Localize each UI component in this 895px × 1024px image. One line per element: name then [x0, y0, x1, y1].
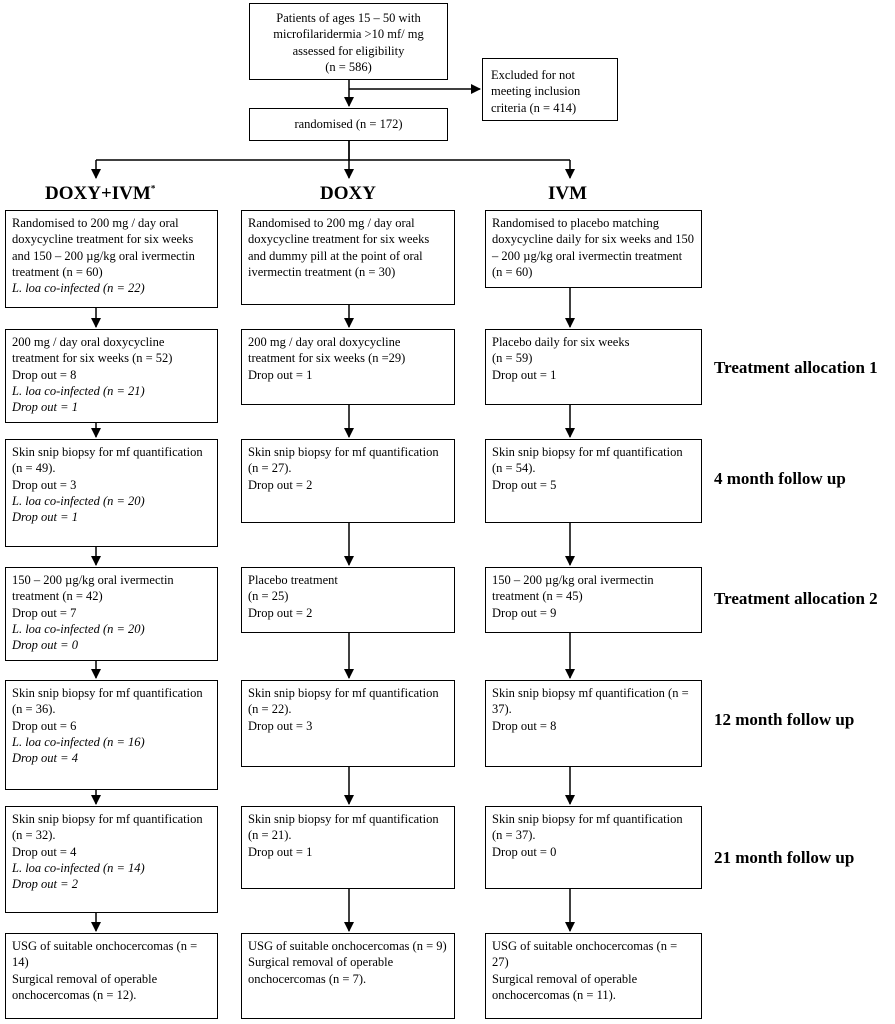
doxy-ivm-randomised-text: Randomised to 200 mg / day oral doxycycl… [12, 216, 195, 279]
stage-treatment-allocation-1: Treatment allocation 1 [714, 358, 878, 377]
doxy-ivm-usg-text: USG of suitable onchocercomas (n = 14) S… [12, 939, 198, 1002]
doxy-ivm-21month-loa: L. loa co-infected (n = 14) Drop out = 2 [12, 860, 145, 891]
header-ivm-label: IVM [548, 183, 588, 204]
doxy-ivm-ivermectin-box: 150 – 200 µg/kg oral ivermectin treatmen… [5, 567, 218, 661]
doxy-4month-text: Skin snip biopsy for mf quantification (… [248, 445, 439, 492]
doxy-placebo-box: Placebo treatment (n = 25) Drop out = 2 [241, 567, 455, 633]
ivm-ivermectin-text: 150 – 200 µg/kg oral ivermectin treatmen… [492, 573, 654, 620]
header-doxy-ivm-label: DOXY+IVM [45, 183, 151, 204]
ivm-ivermectin-box: 150 – 200 µg/kg oral ivermectin treatmen… [485, 567, 702, 633]
stage-21-month-follow-up: 21 month follow up [714, 848, 855, 867]
randomised-text: randomised (n = 172) [294, 117, 403, 131]
stage-treatment-allocation-2: Treatment allocation 2 [714, 589, 878, 608]
ivm-usg-box: USG of suitable onchocercomas (n = 27) S… [485, 933, 702, 1019]
header-doxy: DOXY [320, 183, 376, 205]
ivm-randomised-box: Randomised to placebo matching doxycycli… [485, 210, 702, 288]
header-ivm: IVM [548, 183, 587, 205]
ivm-usg-text: USG of suitable onchocercomas (n = 27) S… [492, 939, 678, 1002]
doxy-ivm-randomised-box: Randomised to 200 mg / day oral doxycycl… [5, 210, 218, 308]
doxy-ivm-treatment-text: 200 mg / day oral doxycycline treatment … [12, 335, 173, 382]
doxy-ivm-4month-loa: L. loa co-infected (n = 20) Drop out = 1 [12, 493, 145, 524]
doxy-placebo-text: Placebo treatment (n = 25) Drop out = 2 [248, 573, 338, 620]
excluded-box: Excluded for not meeting inclusion crite… [482, 58, 618, 121]
header-doxy-label: DOXY [320, 183, 376, 204]
doxy-ivm-4month-box: Skin snip biopsy for mf quantification (… [5, 439, 218, 547]
header-doxy-ivm: DOXY+IVM* [45, 183, 155, 205]
eligibility-box: Patients of ages 15 – 50 with microfilar… [249, 3, 448, 80]
doxy-21month-box: Skin snip biopsy for mf quantification (… [241, 806, 455, 889]
ivm-randomised-text: Randomised to placebo matching doxycycli… [492, 216, 695, 279]
ivm-4month-text: Skin snip biopsy for mf quantification (… [492, 445, 683, 492]
doxy-usg-box: USG of suitable onchocercomas (n = 9) Su… [241, 933, 455, 1019]
doxy-ivm-4month-text: Skin snip biopsy for mf quantification (… [12, 445, 203, 492]
doxy-ivm-randomised-loa: L. loa co-infected (n = 22) [12, 281, 145, 295]
doxy-ivm-21month-text: Skin snip biopsy for mf quantification (… [12, 812, 203, 859]
eligibility-text: Patients of ages 15 – 50 with microfilar… [273, 11, 424, 74]
doxy-4month-box: Skin snip biopsy for mf quantification (… [241, 439, 455, 523]
doxy-ivm-treatment-loa: L. loa co-infected (n = 21) Drop out = 1 [12, 383, 145, 414]
ivm-placebo-text: Placebo daily for six weeks (n = 59) Dro… [492, 335, 630, 382]
ivm-21month-text: Skin snip biopsy for mf quantification (… [492, 812, 683, 859]
doxy-randomised-box: Randomised to 200 mg / day oral doxycycl… [241, 210, 455, 305]
stage-12-month-follow-up: 12 month follow up [714, 710, 855, 729]
doxy-ivm-21month-box: Skin snip biopsy for mf quantification (… [5, 806, 218, 913]
doxy-treatment-box: 200 mg / day oral doxycycline treatment … [241, 329, 455, 405]
doxy-ivm-ivermectin-loa: L. loa co-infected (n = 20) Drop out = 0 [12, 621, 145, 652]
ivm-placebo-box: Placebo daily for six weeks (n = 59) Dro… [485, 329, 702, 405]
randomised-box: randomised (n = 172) [249, 108, 448, 141]
doxy-ivm-ivermectin-text: 150 – 200 µg/kg oral ivermectin treatmen… [12, 573, 174, 620]
doxy-treatment-text: 200 mg / day oral doxycycline treatment … [248, 335, 406, 382]
excluded-text: Excluded for not meeting inclusion crite… [491, 68, 581, 115]
ivm-12month-box: Skin snip biopsy mf quantification (n = … [485, 680, 702, 767]
doxy-randomised-text: Randomised to 200 mg / day oral doxycycl… [248, 216, 430, 279]
doxy-ivm-12month-loa: L. loa co-infected (n = 16) Drop out = 4 [12, 734, 145, 765]
doxy-usg-text: USG of suitable onchocercomas (n = 9) Su… [248, 939, 447, 986]
doxy-12month-box: Skin snip biopsy for mf quantification (… [241, 680, 455, 767]
doxy-ivm-12month-box: Skin snip biopsy for mf quantification (… [5, 680, 218, 790]
ivm-21month-box: Skin snip biopsy for mf quantification (… [485, 806, 702, 889]
doxy-ivm-treatment-box: 200 mg / day oral doxycycline treatment … [5, 329, 218, 423]
stage-4-month-follow-up: 4 month follow up [714, 469, 846, 488]
doxy-12month-text: Skin snip biopsy for mf quantification (… [248, 686, 439, 733]
ivm-12month-text: Skin snip biopsy mf quantification (n = … [492, 686, 689, 733]
doxy-ivm-usg-box: USG of suitable onchocercomas (n = 14) S… [5, 933, 218, 1019]
doxy-ivm-12month-text: Skin snip biopsy for mf quantification (… [12, 686, 203, 733]
ivm-4month-box: Skin snip biopsy for mf quantification (… [485, 439, 702, 523]
header-doxy-ivm-mark: * [150, 183, 156, 194]
doxy-21month-text: Skin snip biopsy for mf quantification (… [248, 812, 439, 859]
